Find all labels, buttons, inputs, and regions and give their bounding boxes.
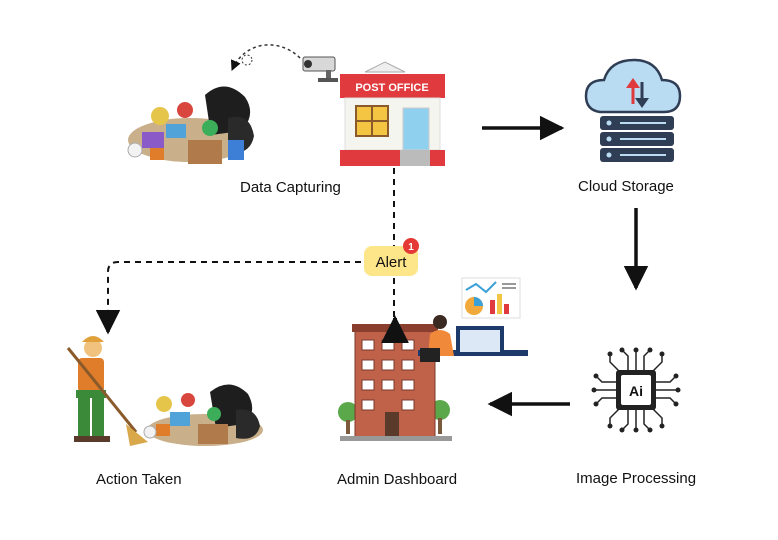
alert-count: 1	[408, 242, 414, 253]
garbage-pile-icon	[143, 384, 263, 446]
label-cloud-storage: Cloud Storage	[578, 178, 674, 195]
label-image-processing: Image Processing	[576, 470, 697, 487]
post-office-sign: POST OFFICE	[355, 82, 428, 94]
post-office-icon: POST OFFICE	[340, 61, 445, 166]
label-data-capturing: Data Capturing	[240, 179, 341, 196]
analytics-chart-icon	[461, 277, 521, 319]
ai-chip-icon: Ai	[591, 347, 681, 433]
cloud-storage-icon	[584, 58, 682, 162]
label-action-taken: Action Taken	[96, 471, 182, 488]
camera-view-arrow	[230, 44, 301, 71]
cctv-camera-icon	[302, 56, 338, 82]
admin-person-at-desk-icon	[418, 315, 528, 362]
sweeper-worker-icon	[66, 336, 148, 446]
alert-badge: Alert 1	[364, 238, 419, 276]
alert-label: Alert	[376, 254, 408, 271]
garbage-pile-icon	[127, 86, 254, 164]
label-admin-dashboard: Admin Dashboard	[337, 471, 458, 488]
ai-chip-label: Ai	[629, 383, 643, 399]
dashed-alert-path	[107, 261, 394, 330]
